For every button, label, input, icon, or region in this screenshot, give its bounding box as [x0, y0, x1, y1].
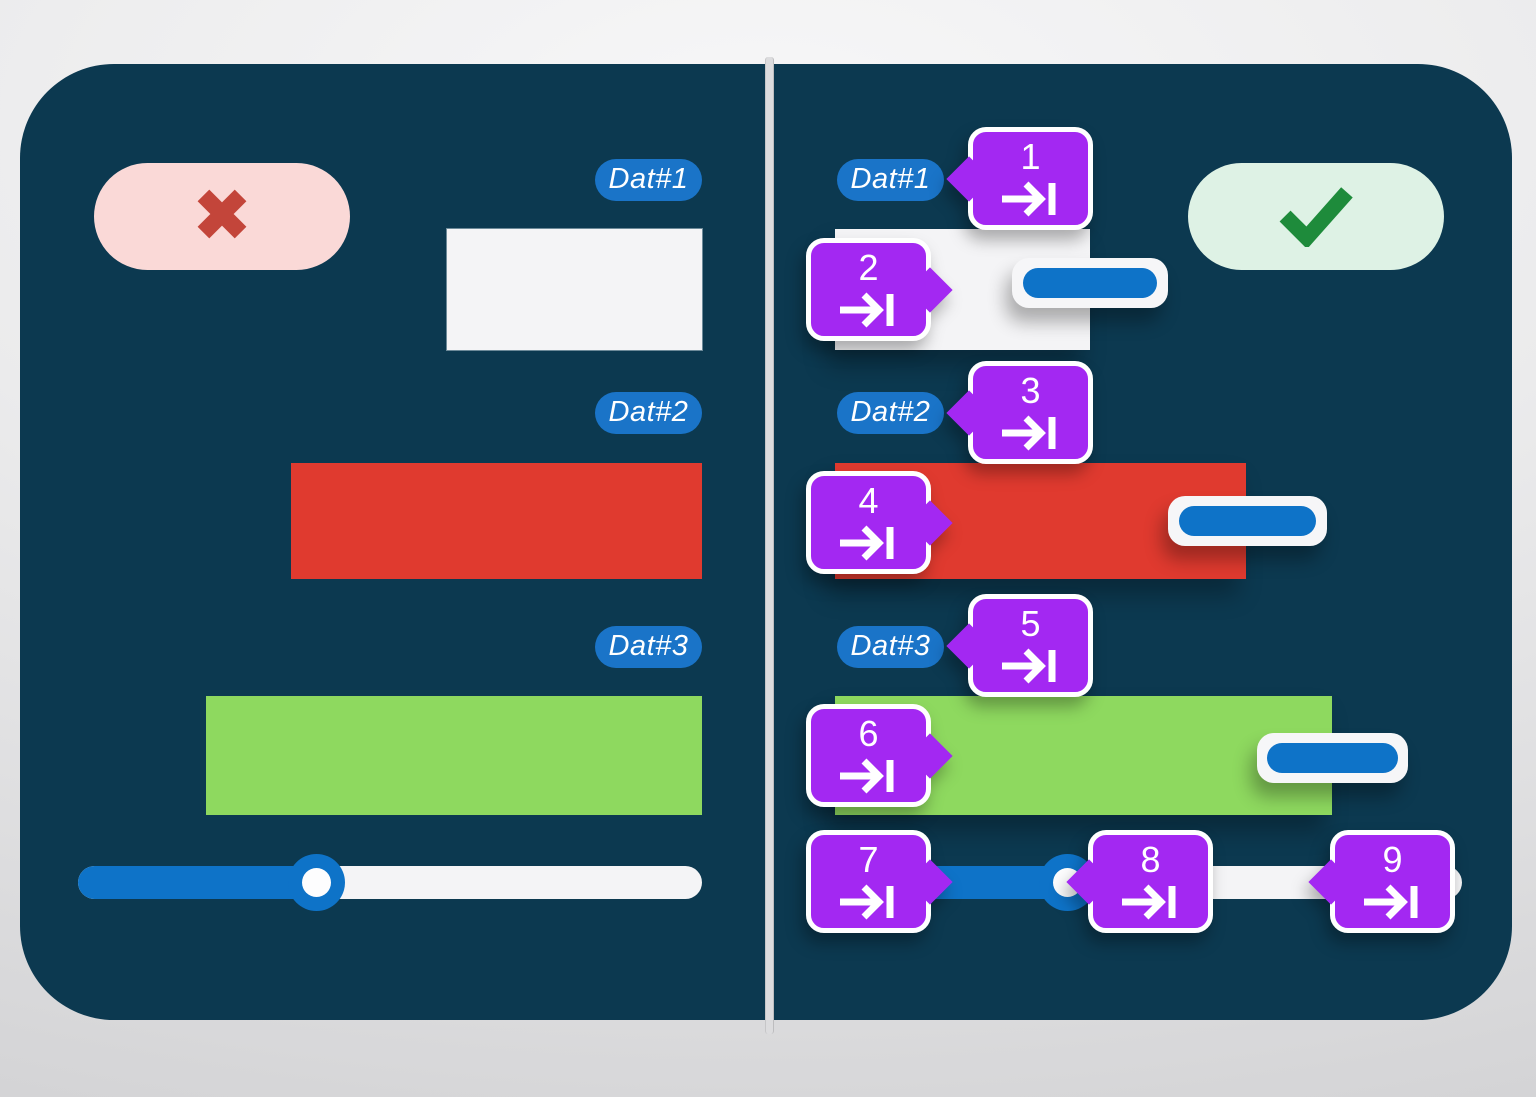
correct-verdict-pill [1188, 163, 1444, 270]
left-bar-white [447, 229, 702, 350]
tab-stop-callout-4: 4 [806, 471, 953, 574]
incorrect-verdict-pill [94, 163, 350, 270]
tab-key-icon [1119, 880, 1183, 929]
tab-stop-number: 5 [1020, 603, 1041, 644]
tab-stop-callout-8: 8 [1066, 830, 1213, 933]
tab-stop-number: 3 [1020, 370, 1041, 411]
left-data-label-3: Dat#3 [595, 626, 702, 668]
tab-stop-number: 9 [1382, 839, 1403, 880]
tab-stop-callout-1: 1 [946, 127, 1093, 230]
focused-control-fill [1267, 743, 1398, 773]
tab-stop-callout-6: 6 [806, 704, 953, 807]
tab-key-icon [999, 177, 1063, 226]
left-slider[interactable] [78, 866, 702, 899]
tab-stop-number: 1 [1020, 136, 1041, 177]
right-data-label-1: Dat#1 [837, 159, 944, 201]
tab-stop-number: 7 [858, 839, 879, 880]
tab-stop-callout-9: 9 [1308, 830, 1455, 933]
focused-control-fill [1179, 506, 1316, 536]
right-data-label-2: Dat#2 [837, 392, 944, 434]
tab-key-icon [837, 880, 901, 929]
left-slider-thumb[interactable] [288, 854, 345, 911]
left-bar-green [206, 696, 702, 815]
tab-stop-callout-3: 3 [946, 361, 1093, 464]
focused-control-green-bar[interactable] [1257, 733, 1408, 783]
tab-key-icon [1361, 880, 1425, 929]
focused-control-white-bar[interactable] [1012, 258, 1168, 308]
vertical-divider [765, 57, 774, 1034]
tab-key-icon [837, 521, 901, 570]
focused-control-fill [1023, 268, 1157, 298]
tab-key-icon [999, 644, 1063, 693]
tab-stop-number: 4 [858, 480, 879, 521]
tab-stop-number: 2 [858, 247, 879, 288]
tab-stop-number: 8 [1140, 839, 1161, 880]
tab-stop-callout-7: 7 [806, 830, 953, 933]
tab-key-icon [999, 411, 1063, 460]
tab-key-icon [837, 288, 901, 337]
tab-key-icon [837, 754, 901, 803]
left-data-label-2: Dat#2 [595, 392, 702, 434]
focused-control-red-bar[interactable] [1168, 496, 1327, 546]
x-mark-icon [189, 181, 255, 252]
tab-stop-callout-2: 2 [806, 238, 953, 341]
tab-stop-callout-5: 5 [946, 594, 1093, 697]
right-data-label-3: Dat#3 [837, 626, 944, 668]
left-bar-red [291, 463, 702, 579]
check-mark-icon [1272, 181, 1360, 252]
left-slider-fill [78, 866, 317, 899]
left-data-label-1: Dat#1 [595, 159, 702, 201]
tab-stop-number: 6 [858, 713, 879, 754]
